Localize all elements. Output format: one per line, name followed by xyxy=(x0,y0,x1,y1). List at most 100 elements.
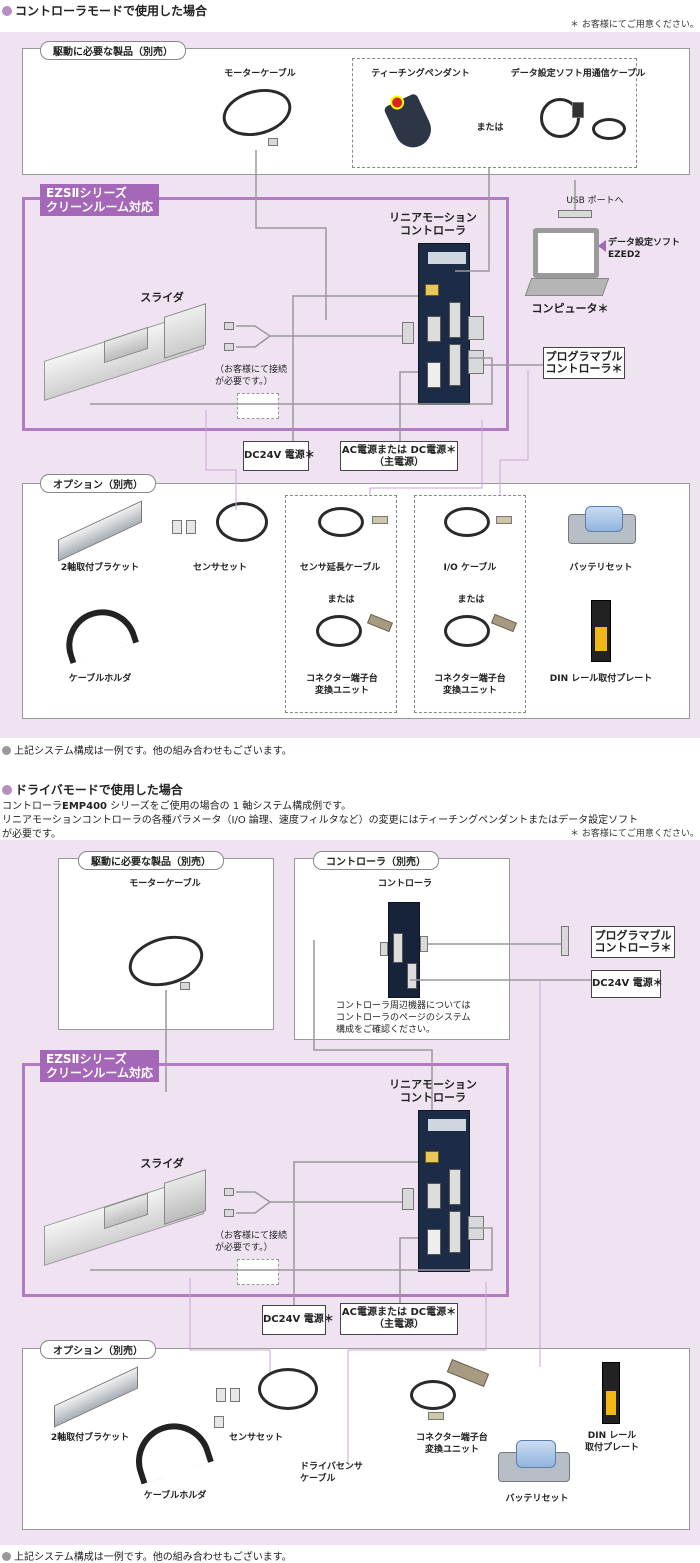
plc-box: プログラマブルコントローラ＊ xyxy=(591,926,675,958)
connector-icon xyxy=(224,322,234,330)
connector-icon xyxy=(268,138,278,146)
slider-label: スライダ xyxy=(132,291,192,304)
arrow-left-icon xyxy=(598,240,606,252)
connector-icon xyxy=(496,516,512,524)
connector-icon xyxy=(180,982,190,990)
controller-display xyxy=(428,1119,466,1131)
connector-icon xyxy=(224,343,234,351)
io-connector xyxy=(449,1169,461,1205)
io-cable-image xyxy=(444,507,490,537)
bullet-icon xyxy=(2,785,12,795)
sensor-icon xyxy=(216,1388,226,1402)
cable-holder-label: ケーブルホルダ xyxy=(130,1490,220,1502)
terminal-unit-label: コネクター端子台変換ユニット xyxy=(420,673,520,697)
connector-icon xyxy=(420,936,428,952)
controller-label: コントローラ xyxy=(360,878,450,890)
comm-cable-label: データ設定ソフト用通信ケーブル xyxy=(503,68,653,80)
required-products-tab: 駆動に必要な製品（別売） xyxy=(78,851,224,870)
connector-icon xyxy=(224,1209,234,1217)
usb-connector-icon xyxy=(558,210,592,218)
computer-label: コンピュータ＊ xyxy=(520,302,620,315)
driver-sensor-cable-label: ドライバセンサケーブル xyxy=(300,1461,390,1485)
slider-label: スライダ xyxy=(132,1157,192,1170)
power-terminal xyxy=(427,362,441,388)
connector-icon xyxy=(380,942,388,956)
sensor-cable-image xyxy=(258,1368,318,1410)
sensor-icon xyxy=(186,520,196,534)
options-tab: オプション（別売） xyxy=(40,474,156,493)
customer-connection-area xyxy=(237,393,279,419)
section2-desc3: が必要です。 xyxy=(2,825,61,840)
bullet-icon xyxy=(2,1552,11,1561)
io-connector-2 xyxy=(449,1211,461,1253)
connection-note: （お客様にて接続が必要です。） xyxy=(215,364,295,388)
battery-image xyxy=(585,506,623,532)
ac-dc-power-box: AC電源または DC電源＊（主電源） xyxy=(340,441,458,471)
controller-tab: コントローラ（別売） xyxy=(313,851,439,870)
options-tab: オプション（別売） xyxy=(40,1340,156,1359)
motor-cable-label: モーターケーブル xyxy=(215,68,305,80)
terminal-block xyxy=(425,284,439,296)
or-label: または xyxy=(470,122,510,134)
section2-title: ドライバモードで使用した場合 xyxy=(2,781,183,798)
connector-icon xyxy=(468,1216,484,1240)
motor-cable-label: モーターケーブル xyxy=(120,878,210,890)
linear-controller-label: リニアモーションコントローラ xyxy=(383,1078,483,1104)
ezs-series-tag: EZSⅡシリーズクリーンルーム対応 xyxy=(40,184,159,216)
ezs-series-tag: EZSⅡシリーズクリーンルーム対応 xyxy=(40,1050,159,1082)
section1-title: コントローラモードで使用した場合 xyxy=(2,2,207,19)
battery-image xyxy=(516,1440,556,1468)
connector-icon xyxy=(468,350,484,374)
computer-screen xyxy=(533,228,599,278)
controller-display xyxy=(428,252,466,264)
battery-label: バッテリセット xyxy=(492,1493,582,1505)
ac-dc-power-box: AC電源または DC電源＊（主電源） xyxy=(340,1303,458,1335)
connector-icon xyxy=(402,322,414,344)
section1-footer: 上記システム構成は一例です。他の組み合わせもございます。 xyxy=(2,742,292,757)
dc24v-power-box: DC24V 電源＊ xyxy=(262,1305,326,1335)
or-label: または xyxy=(436,594,506,606)
bullet-icon xyxy=(2,746,11,755)
terminal-unit-label: コネクター端子台変換ユニット xyxy=(402,1432,502,1456)
linear-motion-controller-image xyxy=(418,243,470,405)
din-plate-label: DIN レール取付プレート xyxy=(546,673,656,685)
section2-desc1: コントローラEMP400 シリーズをご使用の場合の 1 軸システム構成例です。 xyxy=(2,797,351,812)
teaching-pendant-label: ティーチングペンダント xyxy=(363,68,478,80)
sensor-cable-image xyxy=(216,502,268,542)
dc24v-power-box: DC24V 電源＊ xyxy=(243,441,309,471)
linear-motion-controller-image xyxy=(418,1110,470,1272)
sensor-icon xyxy=(230,1388,240,1402)
connector-block xyxy=(427,1183,441,1209)
sensor-icon xyxy=(172,520,182,534)
connector-icon xyxy=(428,1412,444,1420)
connector-block xyxy=(407,963,417,989)
din-plate-image xyxy=(602,1362,620,1424)
io-connector xyxy=(449,302,461,338)
software-label: データ設定ソフト xyxy=(608,237,698,249)
connector-block xyxy=(393,933,403,963)
connector-icon xyxy=(468,316,484,340)
connection-note: （お客様にて接続が必要です。） xyxy=(215,1230,295,1254)
software-name: EZED2 xyxy=(608,249,698,261)
customer-connection-area xyxy=(237,1259,279,1285)
terminal-cable-image xyxy=(444,615,490,647)
usb-port-label: USB ポートへ xyxy=(560,195,630,207)
note-customer-provided: ＊ お客様にてご用意ください。 xyxy=(570,826,699,839)
din-clip xyxy=(595,627,607,651)
computer-keyboard xyxy=(525,278,610,296)
sensor-ext-label: センサ延長ケーブル xyxy=(290,562,390,574)
sensor-icon xyxy=(214,1416,224,1428)
din-clip xyxy=(606,1391,616,1415)
linear-controller-label: リニアモーションコントローラ xyxy=(383,211,483,237)
required-products-tab: 駆動に必要な製品（別売） xyxy=(40,41,186,60)
usb-cable-image xyxy=(592,118,626,140)
bullet-icon xyxy=(2,6,12,16)
terminal-block xyxy=(425,1151,439,1163)
emp400-controller-image xyxy=(388,902,420,998)
sensor-ext-cable-image xyxy=(318,507,364,537)
io-cable-label: I/O ケーブル xyxy=(420,562,520,574)
terminal-cable-image xyxy=(410,1380,456,1410)
controller-note: コントローラ周辺機器についてはコントローラのページのシステム構成をご確認ください… xyxy=(336,1000,486,1036)
bracket-label: 2軸取付ブラケット xyxy=(40,1432,140,1444)
din-plate-image xyxy=(591,600,611,662)
